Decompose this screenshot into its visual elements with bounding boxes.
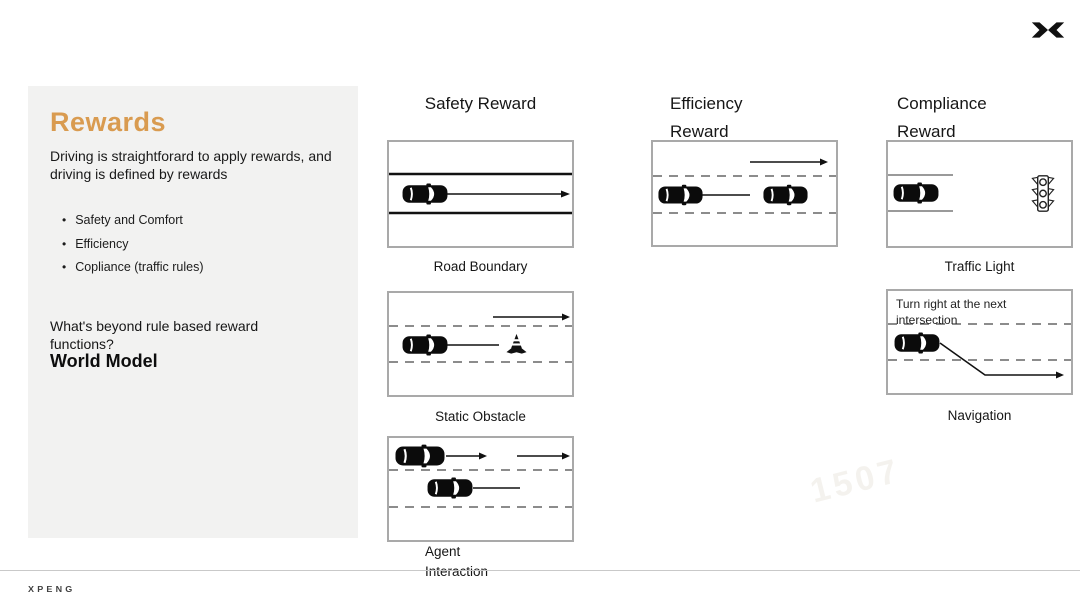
- list-item: • Copliance (traffic rules): [62, 260, 332, 276]
- car-icon: [763, 184, 808, 206]
- diagram-label: Agent Interaction: [425, 544, 489, 579]
- xpeng-wordmark: XPENG: [28, 584, 76, 594]
- road-boundary-drawing: [389, 172, 572, 215]
- diagram-navigation: Turn right at the next intersection: [886, 289, 1073, 395]
- question-text: What's beyond rule based reward function…: [50, 318, 259, 353]
- column-header-compliance: Compliance Reward: [897, 94, 987, 141]
- diagram-label: Traffic Light: [944, 259, 1015, 274]
- car-icon: [427, 477, 473, 499]
- list-item: • Safety and Comfort: [62, 213, 332, 229]
- footer-divider: [0, 570, 1080, 571]
- traffic-cone-icon: [506, 333, 527, 354]
- diagram-efficiency: [651, 140, 838, 247]
- rewards-panel: [28, 86, 358, 538]
- xpeng-x-logo-icon: [1031, 22, 1065, 38]
- diagram-static-obstacle: [387, 291, 574, 397]
- car-icon: [402, 183, 448, 205]
- bullet-icon: •: [62, 213, 67, 227]
- bullet-icon: •: [62, 260, 67, 275]
- navigation-drawing: [888, 323, 1071, 379]
- car-icon: [658, 184, 703, 206]
- page-title: Rewards: [50, 107, 167, 137]
- list-item: • Efficiency: [62, 237, 332, 253]
- static-obstacle-drawing: [389, 313, 572, 363]
- column-header-efficiency: Efficiency Reward: [670, 94, 743, 141]
- arrowhead-icon: [1056, 371, 1064, 379]
- column-header-safety: Safety Reward: [424, 94, 537, 113]
- bullet-label: Safety and Comfort: [75, 213, 183, 227]
- diagram-road-boundary: [387, 140, 574, 248]
- diagram-traffic-light: [886, 140, 1073, 248]
- bullet-label: Copliance (traffic rules): [75, 260, 204, 275]
- arrowhead-icon: [561, 190, 570, 198]
- bullet-icon: •: [62, 236, 67, 251]
- rewards-description: Driving is straightforard to apply rewar…: [50, 148, 332, 183]
- turn-right-arrow: [939, 342, 1056, 376]
- diagram-label: Road Boundary: [433, 259, 528, 274]
- watermark: 1507: [806, 451, 905, 511]
- world-model-text: World Model: [50, 351, 158, 371]
- diagram-label: Navigation: [947, 408, 1012, 423]
- efficiency-drawing: [653, 158, 836, 214]
- car-icon: [894, 332, 940, 354]
- agent-interaction-drawing: [389, 444, 572, 508]
- reward-bullet-list: • Safety and Comfort • Efficiency • Copl…: [62, 213, 332, 284]
- car-icon: [893, 182, 939, 204]
- bullet-label: Efficiency: [75, 236, 129, 251]
- car-icon: [402, 334, 448, 356]
- traffic-light-icon: [1031, 175, 1055, 212]
- arrowhead-icon: [820, 158, 828, 166]
- diagram-agent-interaction: [387, 436, 574, 542]
- arrowhead-icon: [562, 452, 570, 460]
- arrowhead-icon: [562, 313, 570, 321]
- car-icon: [395, 444, 445, 468]
- diagram-label: Static Obstacle: [435, 409, 526, 424]
- arrowhead-icon: [479, 452, 487, 460]
- navigation-instruction: Turn right at the next intersection: [896, 297, 1007, 327]
- traffic-light-drawing: [888, 174, 1055, 212]
